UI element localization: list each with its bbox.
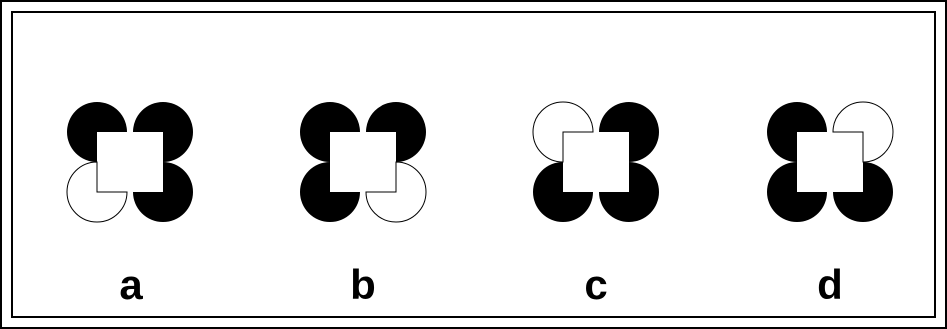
- pacman-a-top-right-black: [133, 102, 193, 162]
- panel-label-c: c: [556, 262, 636, 308]
- pacman-b-bottom-right-white: [366, 162, 426, 222]
- pacman-b-top-left-black: [300, 102, 360, 162]
- pacman-d-bottom-left-black: [767, 162, 827, 222]
- panel-label-a: a: [91, 262, 171, 308]
- pacman-c-bottom-left-black: [533, 162, 593, 222]
- pacman-c-top-left-white: [533, 102, 593, 162]
- pacman-b-bottom-left-black: [300, 162, 360, 222]
- panel-b: [300, 102, 426, 222]
- pacman-b-top-right-black: [366, 102, 426, 162]
- pacman-c-bottom-right-black: [599, 162, 659, 222]
- pacman-a-bottom-right-black: [133, 162, 193, 222]
- pacman-d-top-left-black: [767, 102, 827, 162]
- pacman-d-top-right-white: [833, 102, 893, 162]
- pacman-c-top-right-black: [599, 102, 659, 162]
- panel-label-b: b: [323, 262, 403, 308]
- panel-label-d: d: [790, 262, 870, 308]
- panel-a: [67, 102, 193, 222]
- pacman-d-bottom-right-black: [833, 162, 893, 222]
- panel-c: [533, 102, 659, 222]
- panel-d: [767, 102, 893, 222]
- pacman-a-top-left-black: [67, 102, 127, 162]
- pacman-a-bottom-left-white: [67, 162, 127, 222]
